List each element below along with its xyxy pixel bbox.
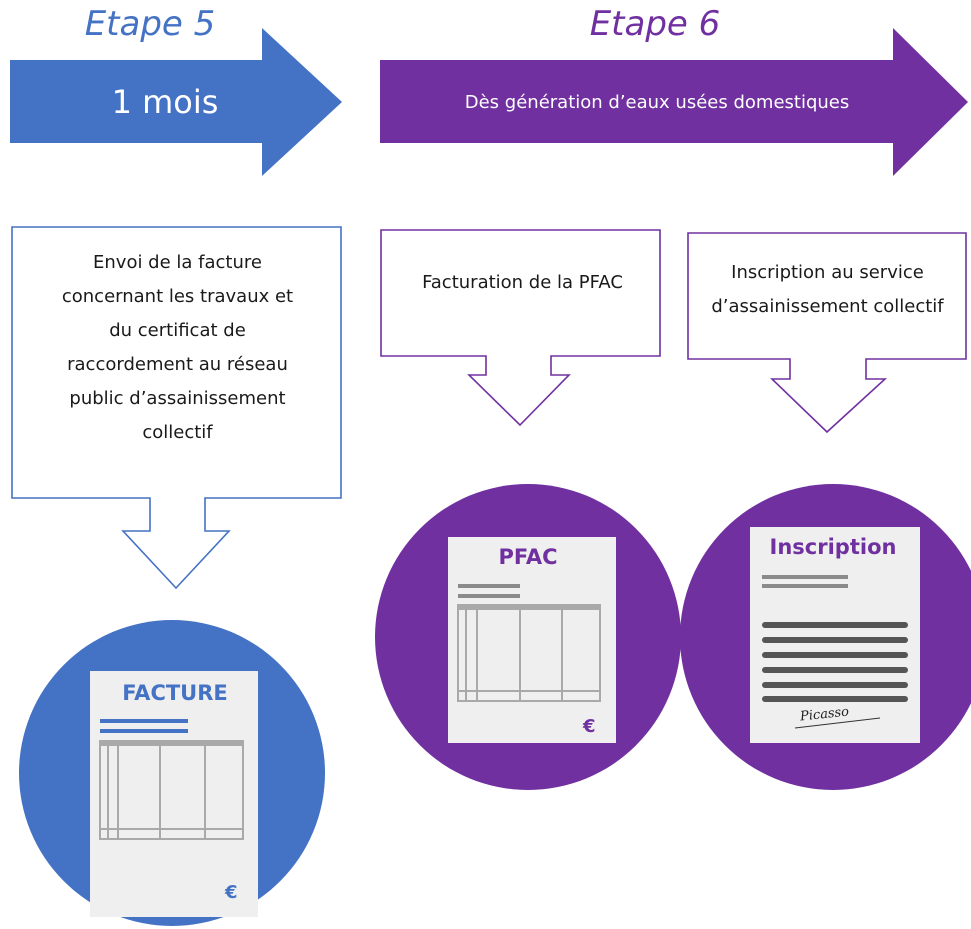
step-5-callout-text: Envoi de la facture concernant les trava… bbox=[61, 252, 294, 443]
pfac-document-icon bbox=[448, 537, 616, 743]
inscription-callout-text: Inscription au service d’assainissement … bbox=[711, 262, 944, 317]
step-5-arrow bbox=[10, 28, 342, 176]
step-5-arrow-label: 1 mois bbox=[111, 83, 219, 121]
pfac-doc-title: PFAC bbox=[498, 545, 558, 569]
facture-doc-title: FACTURE bbox=[122, 681, 228, 705]
inscription-callout-shape bbox=[687, 232, 967, 434]
pfac-callout-text: Facturation de la PFAC bbox=[422, 272, 623, 293]
step-5-title: Etape 5 bbox=[84, 4, 216, 44]
step-6-arrow bbox=[380, 28, 968, 176]
facture-document-icon bbox=[90, 671, 258, 917]
pfac-euro-icon: € bbox=[583, 716, 596, 737]
step-5-callout-shape bbox=[11, 226, 342, 590]
facture-euro-icon: € bbox=[225, 882, 238, 903]
step-6-title: Etape 6 bbox=[589, 4, 721, 44]
step-6-arrow-label: Dès génération d’eaux usées domestiques bbox=[464, 91, 850, 113]
pfac-callout-shape bbox=[380, 229, 661, 427]
inscription-doc-title: Inscription bbox=[769, 535, 897, 559]
inscription-document-icon bbox=[750, 527, 920, 743]
